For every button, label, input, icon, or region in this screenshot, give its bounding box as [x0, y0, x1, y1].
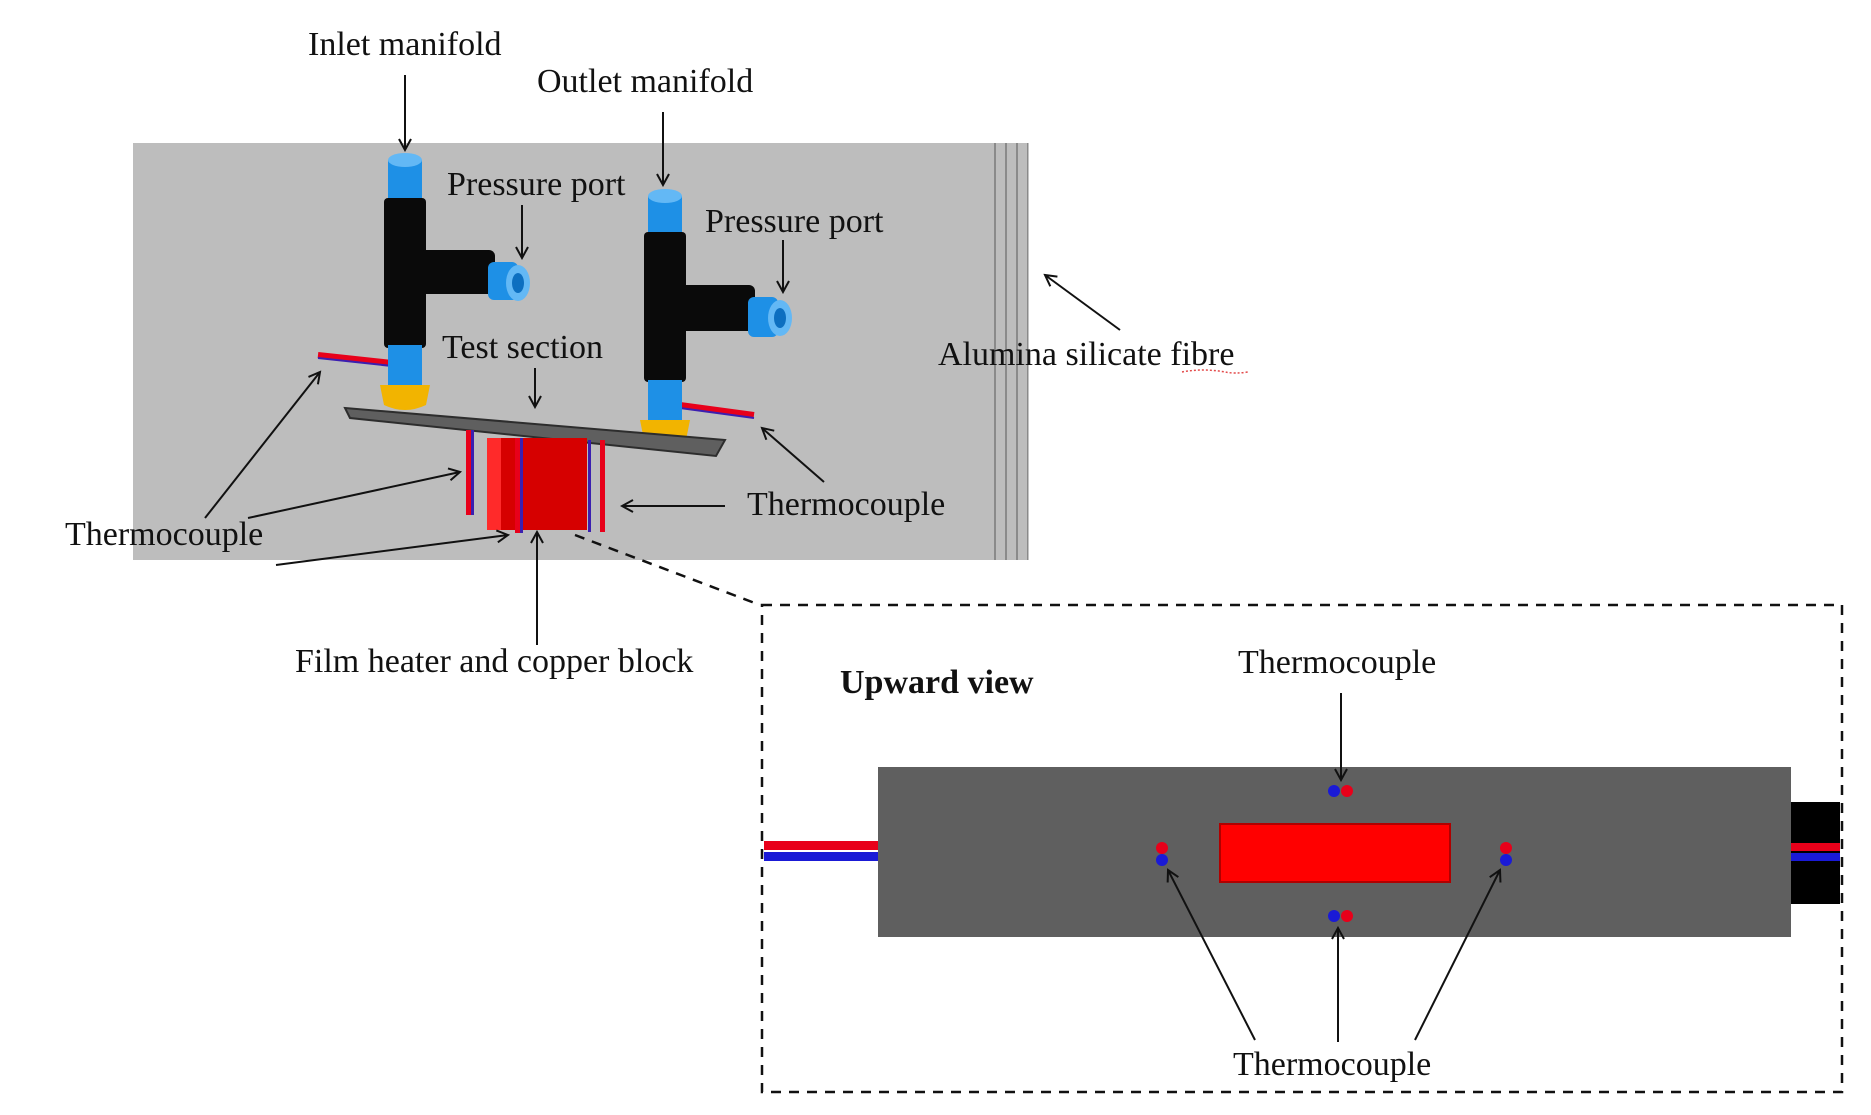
insulation-edge-lines: [994, 143, 1029, 560]
label-thermocouple-right: Thermocouple: [747, 486, 945, 523]
side-thermocouple-left: [317, 352, 393, 367]
side-thermocouple-right: [679, 402, 755, 419]
label-inlet-manifold: Inlet manifold: [308, 26, 502, 63]
film-heater-copper-block: [466, 430, 605, 533]
label-thermocouple-left: Thermocouple: [65, 516, 263, 553]
tc-dots-right: [1500, 842, 1512, 866]
label-pressure-port-right: Pressure port: [705, 203, 884, 240]
model-3d-view: [133, 143, 1032, 560]
label-film-heater: Film heater and copper block: [295, 643, 693, 680]
upward-wire-left: [764, 841, 879, 861]
callout-leader-line: [574, 533, 761, 607]
label-upward-view: Upward view: [840, 664, 1034, 701]
label-outlet-manifold: Outlet manifold: [537, 63, 753, 100]
label-test-section: Test section: [442, 329, 603, 366]
upward-wire-right: [1790, 802, 1840, 904]
tc-dots-bottom: [1328, 910, 1353, 922]
label-thermocouple-top: Thermocouple: [1238, 644, 1436, 681]
label-alumina-fibre: Alumina silicate fibre: [938, 336, 1234, 373]
callout-box: [760, 603, 1844, 1094]
tc-dots-left: [1156, 842, 1168, 866]
inlet-manifold: [380, 153, 530, 410]
label-thermocouple-bottom: Thermocouple: [1233, 1046, 1431, 1083]
test-section-plate: [343, 406, 727, 458]
label-pressure-port-left: Pressure port: [447, 166, 626, 203]
tc-dots-top: [1328, 785, 1353, 797]
upward-view-callout: Upward view: [760, 603, 1844, 1094]
upward-heater: [1219, 823, 1451, 883]
